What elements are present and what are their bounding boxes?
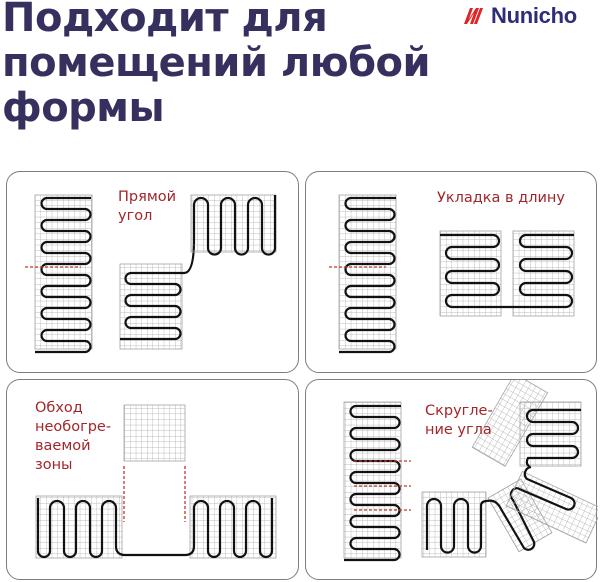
cable-path	[35, 196, 92, 354]
nunicho-logo-icon	[464, 8, 483, 24]
card-rounded-corner: Скругле- ние угла	[305, 379, 598, 580]
card-label: Укладка в длину	[437, 190, 565, 206]
brand-logo: Nunicho	[462, 3, 577, 28]
card-bypass: Обход необогре- ваемой зоны	[6, 379, 299, 580]
title-line-1: Подходит для	[2, 0, 328, 41]
card-lengthwise: Укладка в длину	[305, 171, 597, 373]
card-label: Обход необогре- ваемой зоны	[35, 400, 112, 473]
bypass-diagram	[35, 404, 277, 559]
title-line-2: помещений любой	[2, 40, 431, 86]
brand-name: Nunicho	[491, 3, 577, 28]
title-line-3: формы	[2, 85, 165, 131]
card-label: Скругле- ние угла	[425, 403, 493, 438]
page-title: Подходит для помещений любой формы	[2, 0, 431, 131]
lengthwise-diagram	[329, 194, 575, 354]
right-angle-diagram	[25, 194, 277, 354]
card-right-angle: Прямой угол	[6, 171, 299, 373]
rounded-corner-diagram	[343, 380, 598, 562]
card-label: Прямой угол	[118, 189, 177, 224]
